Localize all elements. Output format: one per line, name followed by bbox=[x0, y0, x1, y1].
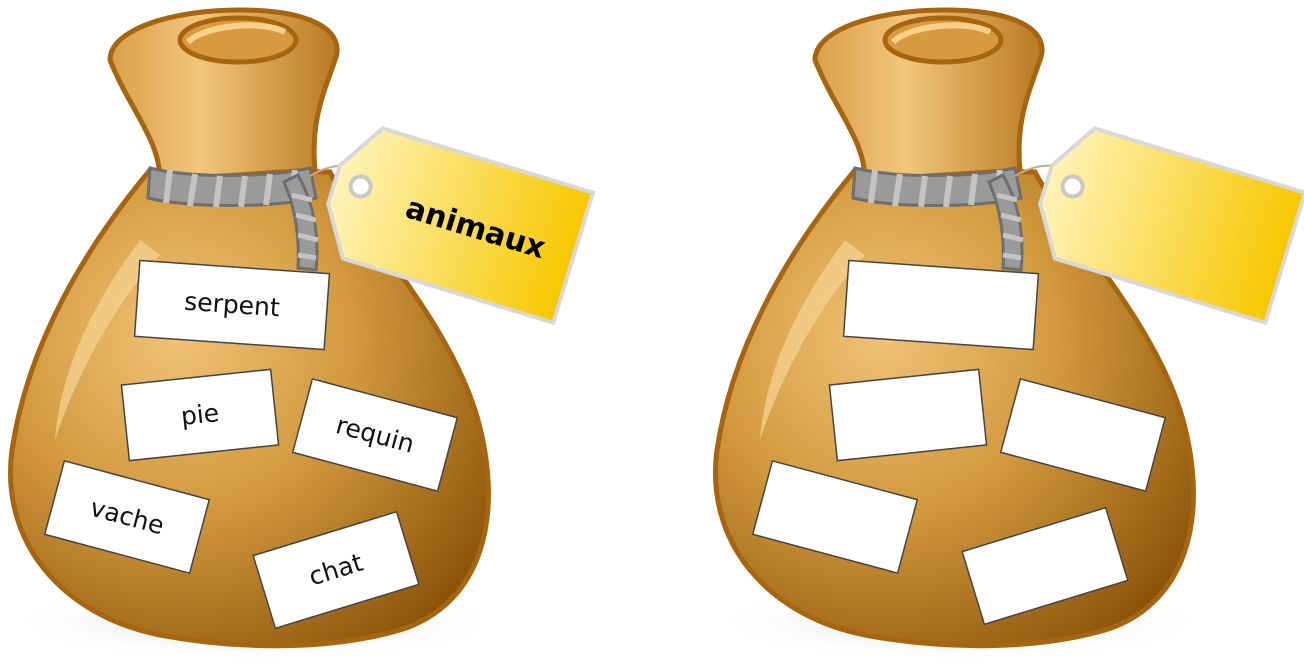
right-bag bbox=[710, 7, 1304, 662]
left-bag-rope bbox=[146, 164, 383, 272]
word-card-label: pie bbox=[179, 398, 220, 431]
word-card[interactable]: serpent bbox=[133, 259, 331, 351]
left-bag-opening-shine bbox=[185, 22, 287, 45]
word-card[interactable]: pie bbox=[120, 368, 280, 462]
right-bag-highlight bbox=[760, 240, 865, 440]
right-bag-rope bbox=[851, 164, 1088, 272]
blank-card[interactable] bbox=[828, 368, 988, 462]
left-bag: animaux serpent pie requin vache chat bbox=[5, 7, 596, 662]
word-card-label: serpent bbox=[183, 287, 281, 323]
blank-card[interactable] bbox=[842, 259, 1040, 351]
left-bag-tag: animaux bbox=[326, 126, 596, 326]
blank-card[interactable] bbox=[961, 506, 1129, 626]
left-bag-cards: serpent pie requin vache chat bbox=[43, 259, 459, 630]
right-bag-opening-shine bbox=[890, 22, 992, 45]
word-card[interactable]: requin bbox=[291, 377, 459, 493]
left-bag-highlight bbox=[55, 240, 160, 440]
blank-card[interactable] bbox=[999, 377, 1167, 493]
word-card[interactable]: vache bbox=[43, 459, 211, 575]
word-card[interactable]: chat bbox=[252, 510, 420, 630]
right-bag-tag bbox=[1038, 126, 1304, 326]
blank-card[interactable] bbox=[751, 459, 919, 575]
right-bag-cards bbox=[751, 259, 1167, 626]
